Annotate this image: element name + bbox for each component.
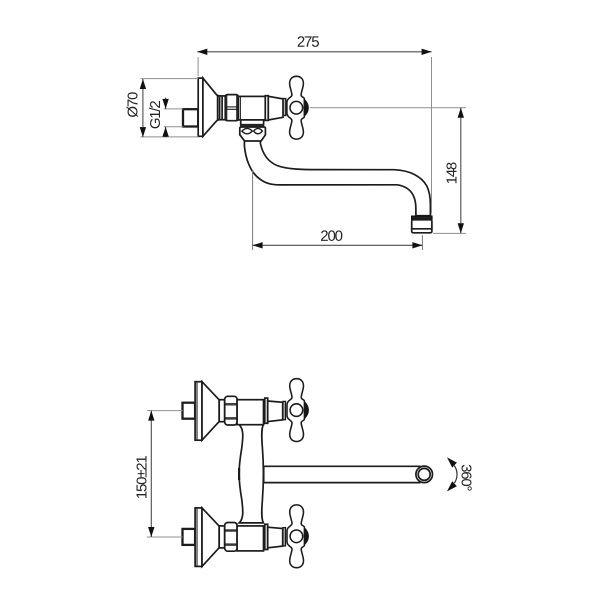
svg-text:200: 200 [320, 228, 342, 245]
svg-text:148: 148 [443, 162, 460, 184]
svg-text:G1/2: G1/2 [147, 101, 164, 130]
svg-text:150±21: 150±21 [134, 456, 151, 500]
svg-text:275: 275 [297, 34, 319, 51]
svg-text:360°: 360° [458, 464, 475, 491]
svg-text:Ø70: Ø70 [124, 92, 141, 118]
